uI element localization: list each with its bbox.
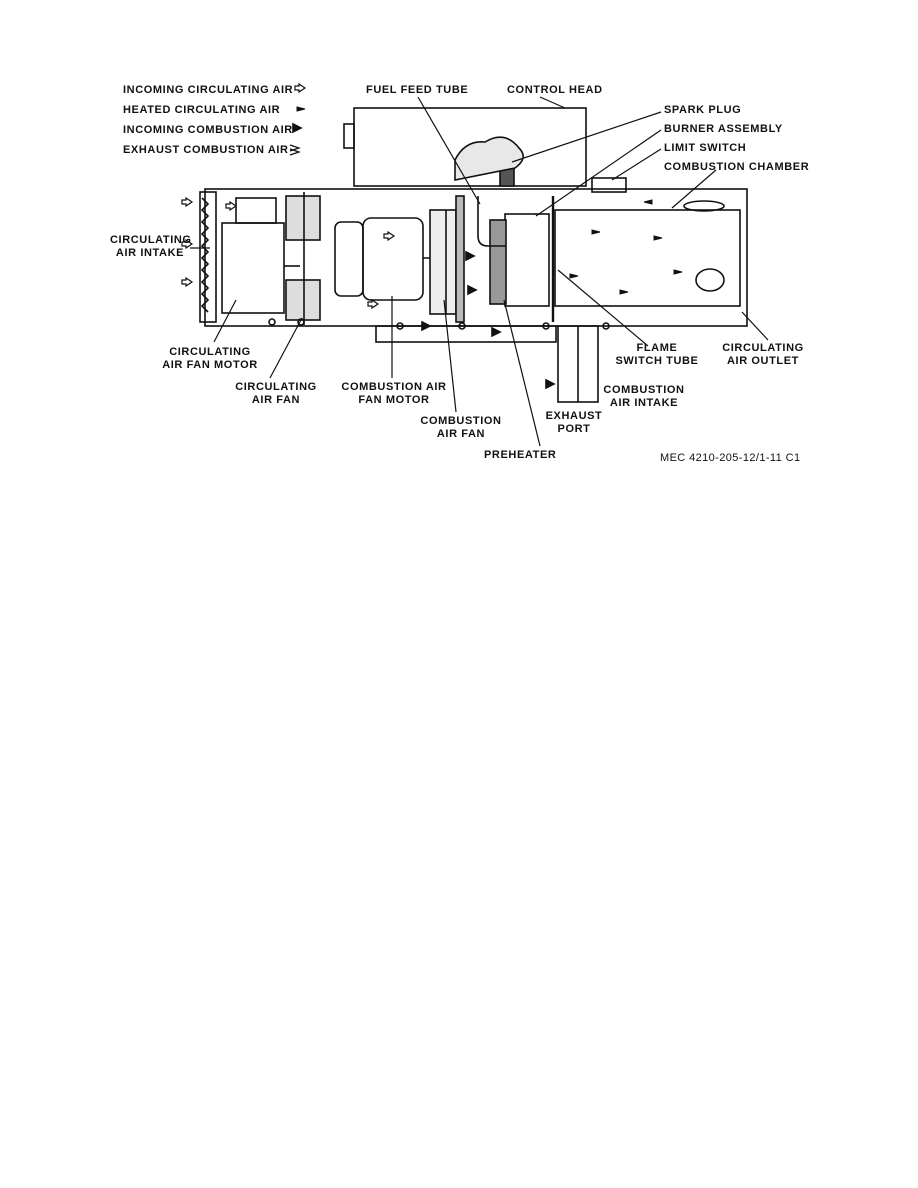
label-exhaust-port: EXHAUST PORT	[538, 410, 610, 436]
circ-fan-motor-mount	[235, 197, 277, 224]
burner-core	[489, 219, 507, 305]
label-flame-switch-tube: FLAME SWITCH TUBE	[614, 342, 700, 368]
outline-arrow-icon	[294, 82, 307, 94]
label-circulating-air-fan-motor: CIRCULATING AIR FAN MOTOR	[150, 346, 270, 372]
thin-arrow-icon	[296, 106, 306, 112]
label-line: AIR FAN	[436, 428, 486, 440]
label-line: PORT	[557, 423, 591, 435]
burner-wall	[455, 195, 465, 323]
label-circulating-air-intake: CIRCULATING AIR INTAKE	[110, 234, 192, 260]
label-line: CIRCULATING	[235, 381, 317, 393]
label-line: AIR OUTLET	[727, 355, 799, 367]
circ-fan-motor	[221, 222, 285, 314]
label-line: AIR INTAKE	[609, 397, 679, 409]
burner-assembly	[504, 213, 550, 307]
legend-row-incoming-combustion: INCOMING COMBUSTION AIR	[123, 124, 293, 136]
label-combustion-air-fan: COMBUSTION AIR FAN	[414, 415, 508, 441]
circ-fan-blade	[285, 279, 321, 321]
legend-row-heated-circulating: HEATED CIRCULATING AIR	[123, 104, 280, 116]
figure-id: MEC 4210-205-12/1-11 C1	[660, 452, 801, 464]
label-line: AIR FAN	[251, 394, 301, 406]
label-combustion-air-intake: COMBUSTION AIR INTAKE	[598, 384, 690, 410]
legend-label: INCOMING CIRCULATING AIR	[123, 84, 294, 96]
label-line: COMBUSTION	[420, 415, 502, 427]
label-line: AIR FAN MOTOR	[162, 359, 258, 371]
comb-fan-motor-cap	[334, 221, 364, 297]
combustion-chamber	[554, 209, 741, 307]
solid-arrow-icon	[292, 122, 303, 134]
label-spark-plug: SPARK PLUG	[664, 104, 742, 116]
lower-bracket	[375, 325, 557, 343]
chamber-top-port	[683, 200, 725, 212]
label-fuel-feed-tube: FUEL FEED TUBE	[366, 84, 469, 96]
intake-grille	[199, 191, 217, 323]
label-control-head: CONTROL HEAD	[507, 84, 603, 96]
comb-fan-motor	[362, 217, 424, 301]
fuel-feed-tube	[477, 196, 506, 247]
limit-switch	[591, 177, 627, 193]
chamber-port	[695, 268, 725, 292]
legend-label: INCOMING COMBUSTION AIR	[123, 124, 293, 136]
legend-label: EXHAUST COMBUSTION AIR	[123, 144, 289, 156]
label-circulating-air-fan: CIRCULATING AIR FAN	[226, 381, 326, 407]
label-combustion-air-fan-motor: COMBUSTION AIR FAN MOTOR	[336, 381, 452, 407]
grille-zigzag	[200, 197, 210, 313]
legend-row-exhaust-combustion: EXHAUST COMBUSTION AIR	[123, 144, 289, 156]
label-limit-switch: LIMIT SWITCH	[664, 142, 747, 154]
label-line: FLAME	[636, 342, 678, 354]
label-circulating-air-outlet: CIRCULATING AIR OUTLET	[718, 342, 808, 368]
label-preheater: PREHEATER	[484, 449, 557, 461]
label-line: CIRCULATING	[722, 342, 804, 354]
control-cloud	[454, 136, 524, 181]
legend-row-incoming-circulating: INCOMING CIRCULATING AIR	[123, 84, 293, 96]
label-line: EXHAUST	[545, 410, 603, 422]
circ-fan-blade	[285, 195, 321, 241]
label-line: COMBUSTION AIR	[341, 381, 447, 393]
legend-label: HEATED CIRCULATING AIR	[123, 104, 281, 116]
label-line: COMBUSTION	[603, 384, 685, 396]
chevron-arrow-icon	[289, 144, 301, 156]
control-head-clip	[343, 123, 355, 149]
label-line: FAN MOTOR	[358, 394, 430, 406]
label-burner-assembly: BURNER ASSEMBLY	[664, 123, 783, 135]
label-line: CIRCULATING	[169, 346, 251, 358]
comb-fan	[429, 209, 457, 315]
label-combustion-chamber: COMBUSTION CHAMBER	[664, 161, 810, 173]
label-line: CIRCULATING	[110, 234, 192, 246]
label-line: SWITCH TUBE	[615, 355, 699, 367]
label-line: AIR INTAKE	[115, 247, 185, 259]
